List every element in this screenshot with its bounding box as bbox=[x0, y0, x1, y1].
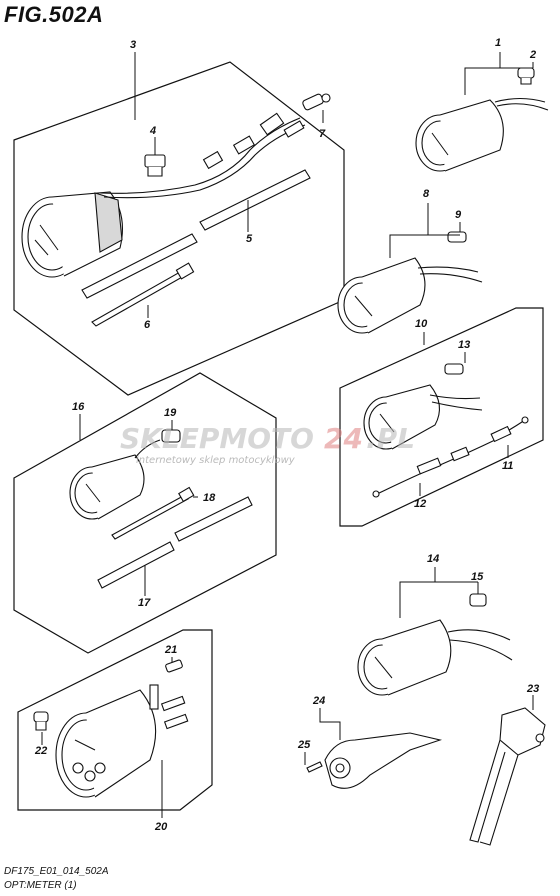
footer-code: DF175_E01_014_502A bbox=[4, 866, 109, 877]
group-box-16 bbox=[13, 372, 277, 654]
connector-3 bbox=[202, 112, 305, 170]
bulb-2 bbox=[517, 67, 535, 85]
part-label-18: 18 bbox=[203, 492, 216, 504]
part-label-5: 5 bbox=[246, 233, 253, 245]
bulb-19 bbox=[161, 429, 181, 443]
gauge-8 bbox=[337, 257, 426, 334]
bulb-22 bbox=[33, 711, 49, 731]
part-label-10: 10 bbox=[415, 318, 428, 330]
cable-tie-18 bbox=[111, 486, 195, 540]
bulb-4 bbox=[144, 154, 166, 177]
screw-25 bbox=[306, 761, 323, 773]
part-label-12: 12 bbox=[414, 498, 426, 510]
watermark-brand-b: 24 bbox=[324, 422, 363, 455]
figure-title: FIG.502A bbox=[4, 2, 104, 27]
part-label-9: 9 bbox=[455, 209, 462, 221]
watermark-brand-c: .PL bbox=[366, 422, 415, 455]
group-box-10 bbox=[339, 307, 544, 527]
part-label-14: 14 bbox=[427, 553, 439, 565]
bulb-7 bbox=[302, 93, 331, 111]
part-label-8: 8 bbox=[423, 188, 430, 200]
cable-tie-6 bbox=[91, 262, 195, 327]
part-label-21: 21 bbox=[164, 644, 177, 656]
part-label-13: 13 bbox=[458, 339, 470, 351]
bulb-15 bbox=[469, 593, 487, 607]
bulb-13 bbox=[444, 363, 464, 375]
part-label-1: 1 bbox=[495, 37, 501, 49]
part-label-19: 19 bbox=[164, 407, 177, 419]
gauge-16 bbox=[69, 454, 145, 520]
part-label-4: 4 bbox=[149, 125, 156, 137]
gauge-20 bbox=[55, 689, 157, 798]
gauge-14 bbox=[357, 619, 452, 696]
tube-17 bbox=[97, 496, 253, 589]
bulb-21 bbox=[165, 659, 183, 673]
part-label-6: 6 bbox=[144, 319, 151, 331]
part-label-7: 7 bbox=[319, 128, 326, 140]
bracket-23 bbox=[469, 707, 546, 846]
part-label-3: 3 bbox=[130, 39, 136, 51]
harness-12 bbox=[372, 439, 496, 498]
tube-5 bbox=[81, 169, 311, 299]
group-box-20 bbox=[17, 629, 213, 811]
bulb-9 bbox=[447, 231, 467, 243]
part-label-22: 22 bbox=[34, 745, 47, 757]
bracket-24 bbox=[324, 732, 443, 789]
part-label-23: 23 bbox=[526, 683, 539, 695]
part-label-15: 15 bbox=[471, 571, 484, 583]
part-label-20: 20 bbox=[154, 821, 168, 833]
part-label-25: 25 bbox=[297, 739, 311, 751]
part-label-11: 11 bbox=[502, 460, 513, 472]
watermark-brand-a: SKLEPMOTO bbox=[120, 422, 314, 455]
gauge-1 bbox=[415, 99, 504, 172]
watermark-tagline: internetowy sklep motocyklowy bbox=[136, 455, 296, 466]
part-label-16: 16 bbox=[72, 401, 85, 413]
gauge-10 bbox=[363, 384, 441, 450]
footer-caption: OPT:METER (1) bbox=[4, 880, 77, 891]
part-label-17: 17 bbox=[138, 597, 151, 609]
gauge-3 bbox=[21, 191, 123, 278]
part-label-2: 2 bbox=[529, 49, 536, 61]
studs-20 bbox=[149, 684, 189, 730]
part-label-24: 24 bbox=[312, 695, 325, 707]
harness-11 bbox=[490, 416, 529, 443]
